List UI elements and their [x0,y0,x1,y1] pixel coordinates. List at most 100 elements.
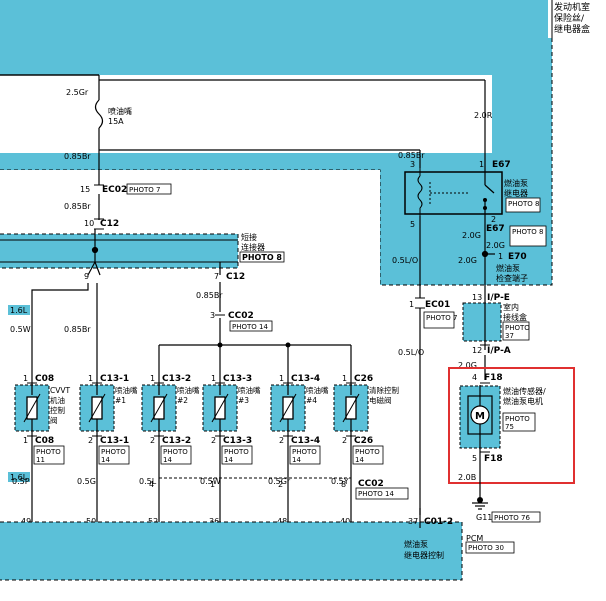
svg-text:2.0B: 2.0B [458,473,476,482]
pin-bottom: 2 [150,436,155,445]
actuator-name: 喷油嘴 [115,385,138,395]
actuator-name: 喷油嘴 [177,385,200,395]
actuator-name: #1 [115,396,126,405]
svg-text:PCM: PCM [466,534,483,543]
svg-text:继电器: 继电器 [504,188,528,198]
label-1-6l-a: 1.6L [10,306,28,315]
fuse-wire-out: 0.85Br [64,152,91,161]
svg-text:C01-2: C01-2 [424,517,453,527]
ec02-connector: 15 EC02 PHOTO 7 0.85Br 10 C12 [64,183,172,230]
cc02-bottom: CC02 PHOTO 14 [159,477,409,500]
pin-top: 1 [211,374,216,383]
svg-text:G11: G11 [476,513,492,522]
svg-text:F18: F18 [484,454,503,464]
pcm-box: 37 C01-2 PCM PHOTO 30 燃油泵 继电器控制 [0,508,515,581]
svg-text:燃油泵: 燃油泵 [404,539,428,549]
ground-g11: G11 PHOTO 76 [472,497,541,523]
fuse-relay-box-label: 发动机室 保险丝/ 继电器盒 [548,0,606,38]
actuator-name: 机油 [50,395,65,405]
photo-label: PHOTO [163,448,188,456]
connector-id: C13-2 [162,374,191,384]
connector-id: C13-1 [100,374,129,384]
photo-label: PHOTO [355,448,380,456]
svg-text:检查端子: 检查端子 [496,273,528,283]
cc02-pin: 8 [341,480,346,489]
connector-id-bottom: C13-3 [223,436,252,446]
photo-label: PHOTO [101,448,126,456]
photo-number: 14 [224,456,233,464]
svg-text:5: 5 [472,454,477,463]
actuator-name: #4 [306,396,317,405]
fuel-pump-relay: 3 1 E67 燃油泵 继电器 PHOTO 8 5 2 E67 PHOTO 8 … [392,160,547,283]
svg-text:9: 9 [84,272,89,281]
svg-text:PHOTO 14: PHOTO 14 [358,490,394,498]
svg-text:EC01: EC01 [425,300,450,310]
photo-number: 11 [36,456,45,464]
svg-text:CC02: CC02 [228,311,254,321]
connector-id-bottom: C13-4 [291,436,320,446]
short-conn-name2: 连接器 [241,242,265,252]
pin-bottom: 2 [279,436,284,445]
actuator-name: #3 [238,396,249,405]
label-1-6l-b: 1.6L [10,473,28,482]
cc02-top: 0.85Br 3 CC02 PHOTO 14 [159,282,351,348]
short-connector-box [0,233,239,269]
connector-id: C26 [354,374,373,384]
svg-text:PHOTO 76: PHOTO 76 [494,514,530,522]
svg-text:2.0G: 2.0G [458,361,477,370]
svg-text:燃油泵电机: 燃油泵电机 [503,396,543,406]
photo-label: PHOTO [224,448,249,456]
indoor-junction-box: 13 I/P-E 室内 接线盒 PHOTO 37 12 I/P-A 2.0G [458,293,530,380]
svg-text:I/P-E: I/P-E [487,293,510,303]
photo-label: PHOTO [292,448,317,456]
actuator-name: 清除控制 [369,385,399,395]
pin-bottom: 1 [23,436,28,445]
svg-text:10: 10 [84,219,94,228]
svg-text:2.0G: 2.0G [462,231,481,240]
svg-text:2.0G: 2.0G [486,241,505,250]
svg-text:C12: C12 [100,219,119,229]
fuse-name: 喷油嘴 [108,106,132,116]
connector-id: C08 [35,374,54,384]
short-conn-name1: 短接 [241,232,257,242]
svg-text:2: 2 [491,215,496,224]
pin-top: 1 [279,374,284,383]
svg-text:7: 7 [214,272,219,281]
svg-text:1: 1 [498,252,503,261]
fuse-rating: 15A [108,117,124,126]
svg-text:3: 3 [210,311,215,320]
relay-wire-2r: 2.0R [474,111,493,120]
svg-text:37: 37 [505,332,514,340]
box-label-line2: 保险丝/ [554,12,585,24]
wire-label: 0.5W [200,477,221,486]
pcm-pin: 36 [209,517,219,526]
pcm-pin: 49 [21,517,31,526]
svg-text:2.0G: 2.0G [458,256,477,265]
pin-top: 1 [342,374,347,383]
fuse-circuit [0,74,486,185]
fuse-wire-in: 2.5Gr [66,88,89,97]
pin-bottom: 2 [211,436,216,445]
actuator-name: #2 [177,396,188,405]
svg-text:室内: 室内 [503,302,519,312]
relay-wire-in: 0.85Br [398,151,425,160]
svg-text:4: 4 [472,373,477,382]
photo-box [289,445,321,465]
pin-top: 1 [150,374,155,383]
svg-text:0.85Br: 0.85Br [196,291,223,300]
svg-text:E67: E67 [486,224,505,234]
svg-text:0.85Br: 0.85Br [64,202,91,211]
actuator-name: 电磁阀 [369,395,392,405]
svg-text:0.5L/O: 0.5L/O [398,348,424,357]
svg-text:CC02: CC02 [358,479,384,489]
fuel-pump-motor: 4 F18 M 燃油传感器/ 燃油泵电机 PHOTO 75 5 F18 2.0B [448,367,575,498]
photo-box [33,445,65,465]
svg-text:1: 1 [479,160,484,169]
photo-label: PHOTO [36,448,61,456]
svg-text:E67: E67 [492,160,511,170]
pin-bottom: 2 [342,436,347,445]
photo-number: 14 [101,456,110,464]
pin-bottom: 2 [88,436,93,445]
svg-text:PHOTO: PHOTO [505,415,530,423]
photo-number: 14 [163,456,172,464]
